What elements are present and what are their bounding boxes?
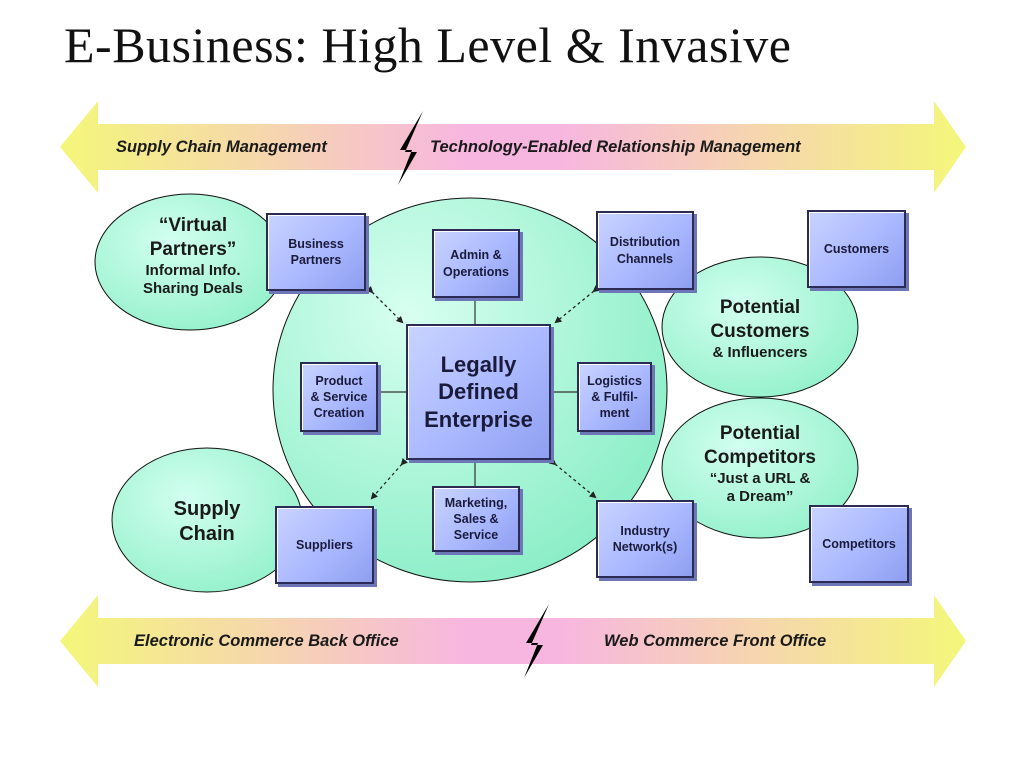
top-banner-left-label: Supply Chain Management: [116, 138, 327, 156]
dashed-arrow: [370, 457, 408, 500]
bottom-banner-right-label: Web Commerce Front Office: [604, 632, 827, 650]
top-banner-right-label: Technology-Enabled Relationship Manageme…: [430, 138, 801, 156]
industry-network-line2: Network(s): [612, 540, 678, 554]
industry-network-box: Industry Network(s): [596, 500, 694, 578]
center-line3: Enterprise: [424, 406, 533, 432]
center-line2: Defined: [438, 379, 519, 405]
virtual-partners-label: “Virtual Partners” Informal Info. Sharin…: [118, 214, 268, 299]
business-partners-line1: Business: [288, 236, 344, 251]
marketing-line1: Marketing,: [444, 495, 508, 510]
suppliers-box: Suppliers: [275, 506, 374, 584]
logistics-box: Logistics & Fulfil- ment: [577, 362, 652, 432]
supply-chain-line1: Supply: [173, 498, 241, 520]
virtual-partners-line2: Partners”: [149, 238, 237, 260]
bottom-banner-left-label: Electronic Commerce Back Office: [134, 632, 399, 650]
potential-customers-line1: Potential: [719, 297, 801, 318]
marketing-line2: Sales &: [453, 511, 499, 526]
legally-defined-enterprise-box: Legally Defined Enterprise: [406, 324, 551, 460]
potential-customers-label: Potential Customers & Influencers: [680, 296, 840, 362]
customers-line1: Customers: [823, 241, 890, 256]
potential-competitors-oval: [661, 397, 859, 539]
potential-customers-line2: Customers: [710, 320, 810, 342]
supply-chain-line2: Chain: [179, 523, 235, 545]
top-double-arrow: [60, 101, 966, 193]
distribution-channels-box: Distribution Channels: [596, 211, 694, 290]
dashed-arrow: [548, 458, 597, 499]
business-partners-box: Business Partners: [266, 213, 366, 291]
supply-chain-label: Supply Chain: [142, 497, 272, 547]
virtual-partners-line4: Sharing Deals: [142, 280, 244, 298]
lightning-bolt-icon: [398, 111, 423, 185]
competitors-box: Competitors: [809, 505, 909, 583]
center-line1: Legally: [440, 351, 517, 377]
virtual-partners-line1: “Virtual: [158, 215, 228, 236]
product-service-line1: Product: [315, 373, 363, 388]
marketing-sales-service-box: Marketing, Sales & Service: [432, 486, 520, 552]
admin-operations-line2: Operations: [443, 264, 509, 279]
virtual-partners-line3: Informal Info.: [145, 261, 241, 279]
business-partners-line2: Partners: [290, 253, 342, 267]
lightning-bolt-icon: [524, 604, 549, 678]
potential-competitors-line3: “Just a URL &: [709, 469, 811, 487]
dashed-arrow: [365, 285, 404, 324]
customers-box: Customers: [807, 210, 906, 288]
competitors-line1: Competitors: [822, 536, 896, 551]
product-service-line2: & Service: [310, 389, 368, 404]
admin-operations-line1: Admin &: [450, 248, 502, 263]
distribution-channels-line2: Channels: [616, 251, 674, 266]
marketing-line3: Service: [453, 528, 499, 543]
logistics-line3: ment: [599, 406, 630, 421]
potential-competitors-line1: Potential: [719, 423, 801, 444]
potential-competitors-line4: a Dream”: [726, 488, 794, 506]
slide-title: E-Business: High Level & Invasive: [64, 17, 792, 73]
dashed-arrow: [554, 285, 601, 324]
product-service-creation-box: Product & Service Creation: [300, 362, 378, 432]
industry-network-line1: Industry: [620, 523, 670, 538]
potential-competitors-line2: Competitors: [704, 446, 816, 468]
admin-operations-box: Admin & Operations: [432, 229, 520, 298]
potential-customers-oval: [661, 256, 859, 398]
product-service-line3: Creation: [313, 406, 365, 421]
suppliers-line1: Suppliers: [296, 537, 353, 552]
potential-competitors-label: Potential Competitors “Just a URL & a Dr…: [680, 422, 840, 507]
distribution-channels-line1: Distribution: [609, 235, 681, 250]
logistics-line2: & Fulfil-: [591, 389, 638, 404]
logistics-line1: Logistics: [587, 373, 642, 388]
bottom-double-arrow: [60, 595, 966, 687]
potential-customers-line3: & Influencers: [712, 343, 808, 361]
